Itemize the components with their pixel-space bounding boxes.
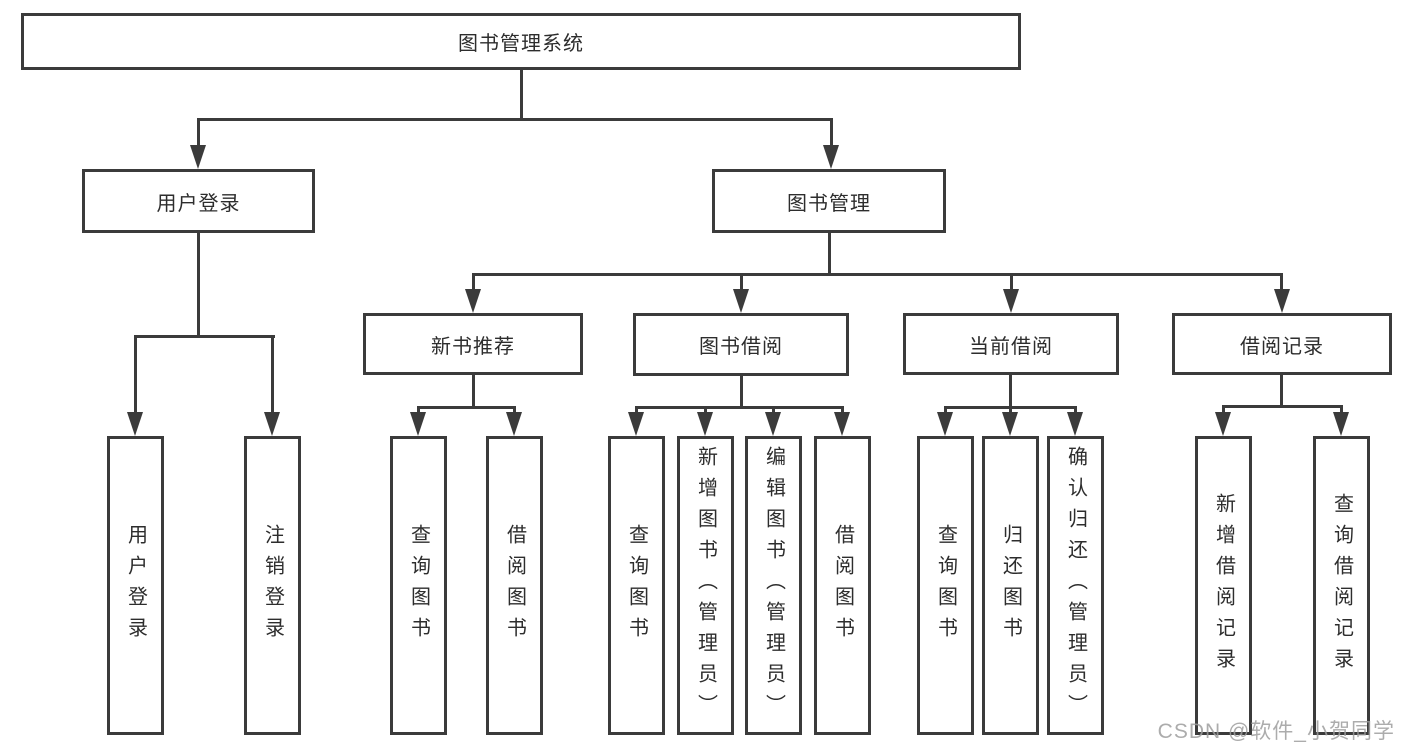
- node-user-login: 用户登录: [82, 169, 315, 233]
- leaf-return-book: 归还图书: [982, 436, 1039, 735]
- connector-drop-user-login: [197, 118, 200, 148]
- connector-drop-query-borrow-record: [1340, 405, 1343, 416]
- leaf-confirm-return-admin-label: 确认归还（管理员）: [1064, 446, 1087, 725]
- connector-drop-add-book: [704, 406, 707, 416]
- connector-drop-confirm-return: [1074, 406, 1077, 416]
- connector-drop-borrow-books-2: [841, 406, 844, 416]
- connector-user-login-branch: [134, 335, 275, 338]
- node-root: 图书管理系统: [21, 13, 1021, 70]
- connector-drop-borrowing-records: [1280, 273, 1283, 291]
- connector-book-borrowing-branch: [635, 406, 844, 409]
- node-current-borrowing: 当前借阅: [903, 313, 1119, 375]
- node-new-book-recommendation-label: 新书推荐: [431, 335, 515, 358]
- connector-drop-edit-book: [772, 406, 775, 416]
- leaf-user-login-label: 用户登录: [124, 523, 147, 648]
- arrowhead-add-borrow-record: [1215, 412, 1231, 436]
- node-borrowing-records: 借阅记录: [1172, 313, 1392, 375]
- leaf-edit-book-admin-label: 编辑图书（管理员）: [762, 446, 785, 725]
- leaf-logout: 注销登录: [244, 436, 301, 735]
- arrowhead-borrowing-records: [1274, 289, 1290, 313]
- connector-drop-new-book: [472, 273, 475, 291]
- leaf-add-borrow-record: 新增借阅记录: [1195, 436, 1252, 735]
- connector-drop-query-books-1: [417, 406, 420, 416]
- connector-drop-book-borrowing: [740, 273, 743, 291]
- node-root-label: 图书管理系统: [458, 33, 584, 55]
- arrowhead-borrow-books-2: [834, 412, 850, 436]
- node-book-borrowing-label: 图书借阅: [699, 336, 783, 358]
- arrowhead-borrow-books-1: [506, 412, 522, 436]
- connector-root-stem: [520, 70, 523, 118]
- node-new-book-recommendation: 新书推荐: [363, 313, 583, 375]
- connector-user-login-stem: [197, 233, 200, 338]
- arrowhead-book-borrowing: [733, 289, 749, 313]
- leaf-confirm-return-admin: 确认归还（管理员）: [1047, 436, 1104, 735]
- leaf-borrow-books-recommend: 借阅图书: [486, 436, 543, 735]
- connector-root-branch: [197, 118, 833, 121]
- connector-drop-add-borrow-record: [1222, 405, 1225, 416]
- connector-drop-leaf-logout: [271, 335, 274, 413]
- connector-drop-borrow-books-1: [513, 406, 516, 416]
- leaf-query-books-borrow: 查询图书: [608, 436, 665, 735]
- leaf-logout-label: 注销登录: [261, 523, 284, 648]
- arrowhead-new-book: [465, 289, 481, 313]
- leaf-borrow-books-borrow: 借阅图书: [814, 436, 871, 735]
- leaf-query-borrow-record-label: 查询借阅记录: [1330, 492, 1353, 679]
- arrowhead-query-books-2: [628, 412, 644, 436]
- leaf-borrow-books-recommend-label: 借阅图书: [503, 523, 526, 648]
- csdn-watermark: CSDN @软件_小贺同学: [1157, 720, 1395, 743]
- connector-drop-book-management: [830, 118, 833, 148]
- node-user-login-label: 用户登录: [156, 192, 241, 215]
- connector-book-management-stem: [828, 233, 831, 276]
- connector-borrowing-records-stem: [1280, 375, 1283, 407]
- connector-book-borrowing-stem: [740, 376, 743, 408]
- connector-new-book-branch: [417, 406, 516, 409]
- connector-book-management-branch: [472, 273, 1283, 276]
- leaf-query-books-recommend: 查询图书: [390, 436, 447, 735]
- node-book-management-label: 图书管理: [787, 192, 871, 215]
- arrowhead-query-books-3: [937, 412, 953, 436]
- arrowhead-return-book: [1002, 412, 1018, 436]
- connector-drop-leaf-user-login: [134, 335, 137, 413]
- arrowhead-add-book: [697, 412, 713, 436]
- leaf-return-book-label: 归还图书: [999, 523, 1022, 648]
- connector-borrowing-records-branch: [1222, 405, 1343, 408]
- arrowhead-query-borrow-record: [1333, 412, 1349, 436]
- leaf-user-login: 用户登录: [107, 436, 164, 735]
- leaf-borrow-books-borrow-label: 借阅图书: [831, 523, 854, 648]
- leaf-query-books-current: 查询图书: [917, 436, 974, 735]
- leaf-add-book-admin: 新增图书（管理员）: [677, 436, 734, 735]
- arrowhead-leaf-logout: [264, 412, 280, 436]
- leaf-query-books-borrow-label: 查询图书: [625, 523, 648, 648]
- arrowhead-current-borrowing: [1003, 289, 1019, 313]
- arrowhead-book-management: [823, 145, 839, 169]
- arrowhead-edit-book: [765, 412, 781, 436]
- leaf-query-books-recommend-label: 查询图书: [407, 523, 430, 648]
- connector-current-borrowing-stem: [1009, 375, 1012, 408]
- connector-drop-query-books-3: [944, 406, 947, 416]
- node-borrowing-records-label: 借阅记录: [1240, 335, 1324, 358]
- connector-drop-current-borrowing: [1010, 273, 1013, 291]
- connector-new-book-stem: [472, 375, 475, 408]
- arrowhead-query-books-1: [410, 412, 426, 436]
- leaf-add-borrow-record-label: 新增借阅记录: [1212, 492, 1235, 679]
- leaf-edit-book-admin: 编辑图书（管理员）: [745, 436, 802, 735]
- arrowhead-user-login: [190, 145, 206, 169]
- connector-drop-query-books-2: [635, 406, 638, 416]
- arrowhead-confirm-return: [1067, 412, 1083, 436]
- leaf-query-books-current-label: 查询图书: [934, 523, 957, 648]
- node-book-management: 图书管理: [712, 169, 946, 233]
- arrowhead-leaf-user-login: [127, 412, 143, 436]
- node-current-borrowing-label: 当前借阅: [969, 335, 1053, 358]
- node-book-borrowing: 图书借阅: [633, 313, 849, 376]
- leaf-query-borrow-record: 查询借阅记录: [1313, 436, 1370, 735]
- connector-drop-return-book: [1009, 406, 1012, 416]
- leaf-add-book-admin-label: 新增图书（管理员）: [694, 446, 717, 725]
